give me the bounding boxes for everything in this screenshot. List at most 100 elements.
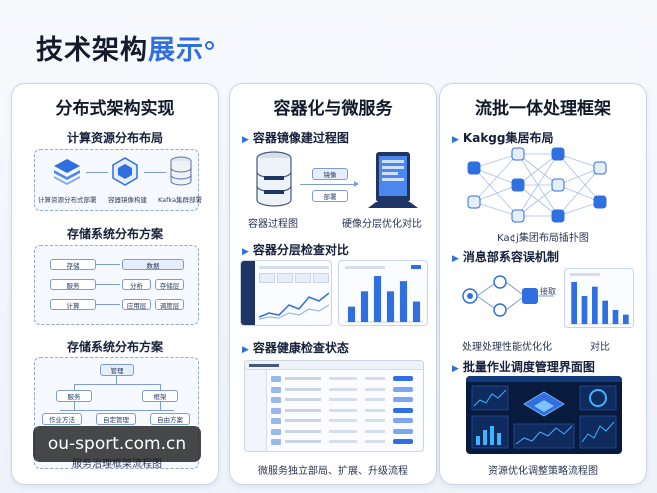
graph-edge	[557, 153, 601, 203]
bar-3	[591, 286, 598, 324]
panel-distributed: 分布式架构实现 计算资源分布布局 计算资源分布式部署 容器镜像构建 Kafka集…	[11, 83, 219, 485]
panel-container-title: 容器化与微服务	[273, 99, 393, 119]
graph-edge	[557, 153, 601, 169]
health-check-table	[244, 360, 424, 452]
distributed-sec3-title: 存储系统分布方案	[66, 340, 163, 354]
table-row	[271, 375, 421, 382]
message-flow-diagram	[462, 275, 554, 317]
table-row	[271, 438, 421, 445]
container-sec3-text: 容器健康检查状态	[252, 341, 349, 355]
bar-1	[347, 306, 356, 322]
table-row	[271, 428, 421, 435]
gov-box-leaf-2: 自定管理	[96, 413, 136, 425]
table-row	[271, 386, 421, 393]
stream-sec1-text: Kakgg集居布局	[462, 131, 554, 145]
stream-sec3-text: 批量作业调度管理界面图	[462, 360, 595, 374]
graph-node	[511, 209, 525, 223]
graph-node	[551, 178, 565, 192]
container-sec2-title: ▶容器分层检查对比	[242, 243, 349, 257]
storage-box-7: 应用层	[122, 299, 151, 310]
storage-box-4: 数据	[122, 259, 184, 270]
stream-sec2-caption-1: 处理处理性能优化化	[462, 342, 552, 353]
table-row	[271, 417, 421, 424]
scheduler-visual	[471, 385, 617, 449]
gov-box-right: 框架	[142, 390, 178, 402]
bar-5	[612, 310, 619, 324]
graph-edge	[557, 184, 601, 203]
graph-node	[467, 195, 481, 209]
container-cube-icon	[112, 157, 138, 186]
graph-node	[551, 209, 565, 223]
container-sec1-title: ▶容器镜像建过程图	[242, 131, 349, 145]
storage-box-3: 计算	[50, 299, 96, 310]
container-caption-1: 容器过程图	[248, 219, 298, 230]
page-title-accent: 展示	[148, 35, 204, 66]
title-dot-icon	[205, 41, 214, 50]
gov-box-left: 服务	[56, 390, 92, 402]
storage-box-8: 调度层	[155, 299, 184, 310]
stream-sec2-caption-2: 对比	[590, 342, 610, 353]
table-row	[271, 396, 421, 403]
graph-edge	[473, 153, 519, 203]
arrow-label-image: 镜像	[312, 168, 348, 180]
graph-edge	[473, 167, 519, 217]
storage-box-2: 服务	[50, 279, 96, 290]
compute-label-2: 容器镜像构建	[108, 196, 147, 204]
panel-stream-title: 流批一体处理框架	[475, 99, 611, 119]
table-row	[271, 407, 421, 414]
gov-box-leaf-1: 作业方法	[42, 413, 82, 425]
stream-sec2-text: 消息部系容误机制	[462, 250, 559, 264]
graph-edge	[473, 184, 519, 203]
container-sec2-text: 容器分层检查对比	[252, 243, 349, 257]
graph-edge	[517, 184, 559, 217]
distributed-sec2-title: 存储系统分布方案	[66, 227, 163, 241]
stream-sec1-caption: Ka¢j集团布局插扑图	[497, 233, 589, 244]
layer-line-chart	[259, 292, 329, 320]
bar-chart-2	[569, 282, 631, 325]
graph-edge	[557, 201, 601, 217]
storage-box-1: 存储	[50, 259, 96, 270]
page-title: 技术架构展示	[36, 28, 204, 67]
container-sec3-title: ▶容器健康检查状态	[242, 341, 349, 355]
compute-label-3: Kafka集群部署	[158, 196, 203, 204]
bar-1	[571, 282, 578, 324]
graph-edge	[557, 167, 601, 186]
bar-chart-1	[345, 276, 423, 323]
bar-2	[581, 296, 588, 324]
gov-box-leaf-3: 自由方案	[150, 413, 190, 425]
stream-sec3-title: ▶批量作业调度管理界面图	[452, 360, 595, 374]
panel-stream: 流批一体处理框架 ▶Kakgg集居布局 Ka¢j集团布局插扑图 ▶消息部系容误机…	[439, 83, 647, 485]
graph-edge	[473, 201, 519, 217]
compute-label-1: 计算资源分布式部署	[38, 196, 97, 204]
bar-6	[412, 301, 421, 322]
graph-edge	[473, 167, 519, 186]
gov-box-root: 管理	[100, 364, 134, 376]
bar-2	[360, 291, 369, 322]
bar-4	[386, 291, 395, 322]
graph-node	[467, 161, 481, 175]
bar-4	[602, 300, 609, 324]
graph-node	[511, 178, 525, 192]
graph-node	[593, 161, 607, 175]
layers-icon	[54, 159, 80, 185]
batch-scheduler-screen	[466, 376, 622, 454]
server-icon	[256, 151, 292, 207]
storage-box-5: 分析	[122, 279, 151, 290]
layer-bar-chart-panel	[338, 260, 428, 326]
container-sec1-text: 容器镜像建过程图	[252, 131, 349, 145]
graph-node	[511, 147, 525, 161]
database-icon	[170, 156, 192, 186]
graph-node	[593, 195, 607, 209]
storage-box-6: 存储层	[155, 279, 184, 290]
device-icon	[368, 152, 418, 208]
graph-node	[551, 147, 565, 161]
stream-sec2-title: ▶消息部系容误机制	[452, 250, 559, 264]
layer-check-dashboard	[240, 260, 332, 326]
governance-caption: 服务治理框架流程图	[72, 459, 162, 470]
container-caption-2: 硬像分层优化对比	[342, 219, 422, 230]
graph-edge	[473, 153, 519, 169]
container-footer: 微服务独立部局、扩展、升级流程	[258, 466, 408, 477]
panel-distributed-title: 分布式架构实现	[55, 99, 175, 119]
graph-edge	[517, 153, 559, 186]
bar-3	[373, 276, 382, 322]
